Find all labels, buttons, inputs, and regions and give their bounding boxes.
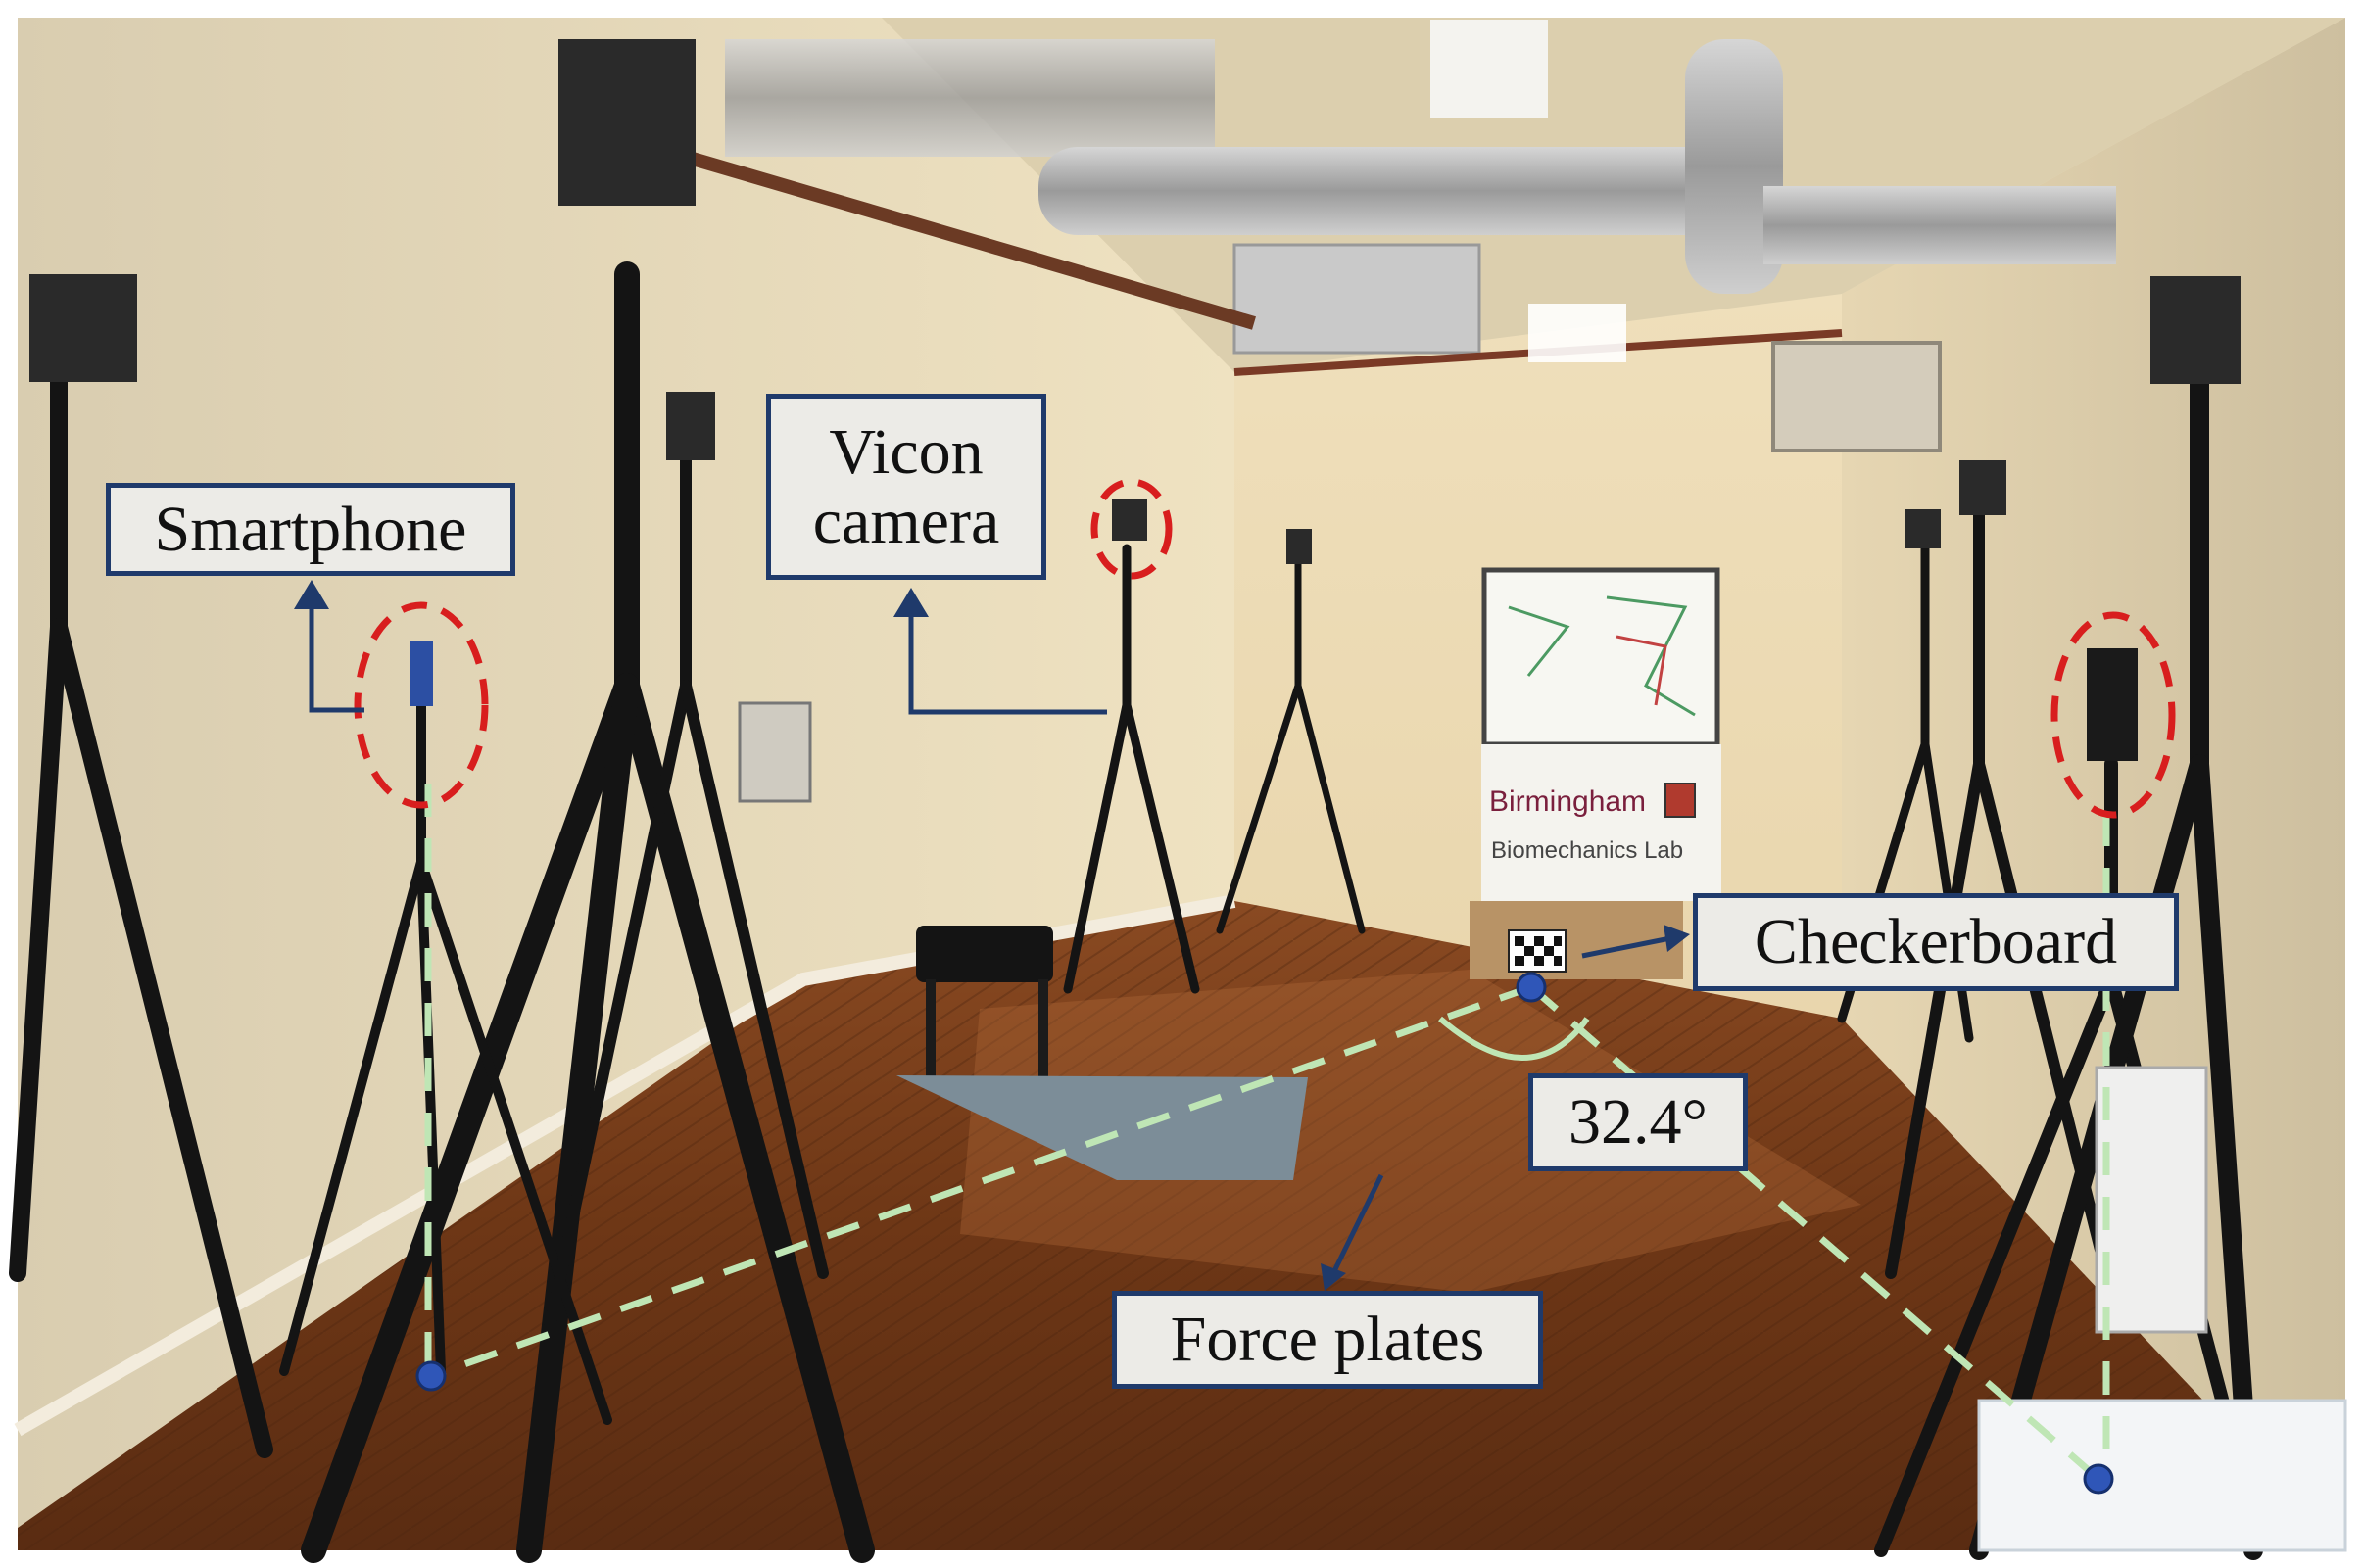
skirting-board	[14, 894, 1236, 1437]
label-force-plates-text: Force plates	[1170, 1304, 1485, 1376]
vicon-camera-unit	[558, 39, 696, 206]
oil-radiator	[2095, 1066, 2208, 1334]
smartphone-device	[2087, 648, 2138, 761]
highlight-ring-vicon	[1090, 478, 1173, 580]
piano-stool	[916, 926, 1053, 1077]
arrowhead-up-icon	[294, 580, 329, 609]
vicon-camera-unit	[1112, 499, 1147, 541]
lab-poster: Birmingham Biomechanics Lab	[1481, 744, 1721, 901]
label-vicon-line2: camera	[812, 486, 1000, 557]
arrow-checkerboard	[1581, 935, 1671, 959]
floor-highlight	[960, 970, 1861, 1293]
arrowhead-down-icon	[1321, 1263, 1346, 1291]
university-crest-icon	[1664, 783, 1696, 818]
label-checkerboard-text: Checkerboard	[1754, 906, 2118, 978]
label-smartphone-text: Smartphone	[154, 493, 467, 565]
highlight-ring-right-phone	[2050, 611, 2176, 819]
angle-arc	[1438, 1016, 1590, 1061]
label-smartphone: Smartphone	[106, 483, 515, 576]
cardboard-box	[1470, 901, 1683, 979]
tripod-front-left	[301, 261, 875, 1563]
smartphone-device	[410, 641, 433, 706]
arrow-smartphone	[309, 597, 364, 713]
poster-title: Birmingham	[1489, 785, 1646, 818]
arrowhead-up-icon	[893, 588, 929, 617]
tripods	[9, 39, 2263, 1563]
label-checkerboard: Checkerboard	[1693, 893, 2179, 991]
guide-line-right-phone	[1528, 984, 2101, 1482]
marker-dot-right-phone	[2083, 1463, 2114, 1495]
arrow-vicon	[908, 605, 1107, 715]
label-vicon-camera: Vicon camera	[766, 394, 1046, 580]
highlight-ring-smartphone	[354, 601, 489, 809]
tripod-back-center	[1216, 554, 1366, 934]
vicon-camera-unit	[1905, 509, 1941, 548]
arrowheads	[294, 580, 1690, 1291]
label-angle: 32.4°	[1528, 1073, 1748, 1171]
marker-dot-left-phone	[415, 1360, 447, 1392]
guide-line-left-phone	[429, 983, 1533, 1380]
tripod-far-left	[9, 363, 273, 1458]
poster-subtitle: Biomechanics Lab	[1491, 837, 1683, 864]
arrowhead-right-icon	[1664, 925, 1690, 952]
arrow-force-plates	[1329, 1173, 1384, 1277]
vicon-camera-unit	[29, 274, 137, 382]
vicon-camera-unit	[1959, 460, 2006, 515]
electrical-box	[738, 701, 812, 803]
wall-heater	[1771, 341, 1942, 452]
tripod-vicon-back	[1063, 544, 1200, 994]
label-force-plates: Force plates	[1112, 1291, 1543, 1389]
callout-arrows	[309, 597, 1671, 1277]
checkerboard-target	[1508, 929, 1567, 973]
marker-dot-checkerboard	[1516, 972, 1547, 1003]
vicon-camera-unit	[2150, 276, 2241, 384]
tripod-left-mid	[543, 425, 829, 1338]
label-vicon-line1: Vicon	[829, 415, 984, 488]
highlight-rings	[354, 478, 2176, 819]
label-angle-text: 32.4°	[1568, 1086, 1708, 1159]
whiteboard	[1481, 567, 1720, 747]
vicon-camera-unit	[666, 392, 715, 460]
ceiling-ducts	[684, 20, 2116, 376]
vicon-camera-unit	[1286, 529, 1312, 564]
